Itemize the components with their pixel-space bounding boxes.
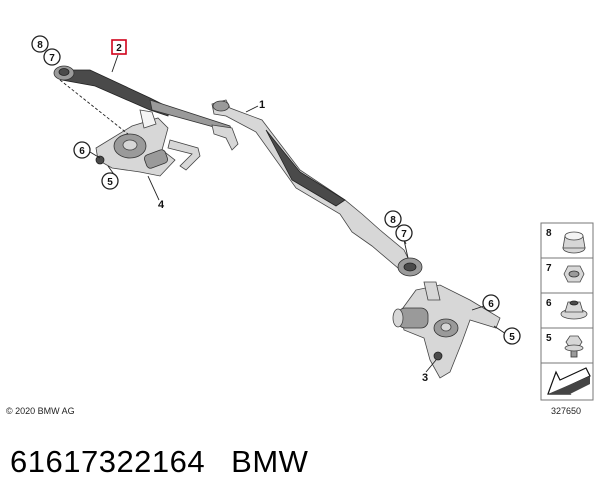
hex-nut-icon [563,265,585,283]
diagram-number: 327650 [551,406,582,416]
svg-text:8: 8 [37,40,43,51]
svg-text:6: 6 [546,298,552,309]
brand-name: BMW [231,444,309,479]
wiper-motor-left [95,109,201,177]
callout-4: 4 [158,199,165,211]
callout-8-right: 8 [384,210,402,228]
wiper-arm-left [53,65,239,151]
callout-3: 3 [422,372,428,384]
svg-text:7: 7 [546,263,552,274]
svg-text:3: 3 [422,372,428,384]
callout-6-left: 6 [73,141,91,159]
svg-text:6: 6 [79,146,85,157]
svg-text:1: 1 [259,99,265,111]
copyright-notice: © 2020 BMW AG [6,406,75,416]
svg-text:4: 4 [158,199,165,211]
callout-8-top: 8 [31,35,49,53]
callout-6-right: 6 [482,294,500,312]
callout-7-right: 7 [395,224,413,242]
legend-item-6: 6 [546,298,588,320]
callout-7-top: 7 [43,48,61,66]
legend-item-5: 5 [546,333,584,358]
nut-cap-icon [562,231,586,254]
legend-item-8: 8 [546,228,586,254]
callout-2-highlighted: 2 [111,39,127,55]
arrow-icon [547,367,591,395]
small-parts-legend: 8 7 6 5 [540,222,594,401]
leader-lines [46,51,507,373]
svg-text:8: 8 [390,215,396,226]
svg-text:5: 5 [107,177,113,188]
callout-5-left: 5 [101,172,119,190]
callout-1: 1 [259,99,265,111]
footer-caption: 61617322164 BMW [10,444,308,480]
wiper-linkage [211,99,423,277]
wiper-motor-right [392,281,501,379]
part-number: 61617322164 [10,444,206,479]
legend-item-7: 7 [546,263,585,283]
svg-text:6: 6 [488,299,494,310]
parts-diagram: 8 7 2 1 6 5 4 8 7 6 5 3 [31,35,594,401]
bolt-icon [564,335,584,358]
svg-text:7: 7 [49,53,55,64]
svg-text:2: 2 [116,43,122,54]
svg-text:8: 8 [546,228,552,239]
flange-nut-icon [560,300,588,320]
svg-text:5: 5 [509,332,515,343]
svg-text:7: 7 [401,229,407,240]
callout-5-right: 5 [503,327,521,345]
svg-text:5: 5 [546,333,552,344]
